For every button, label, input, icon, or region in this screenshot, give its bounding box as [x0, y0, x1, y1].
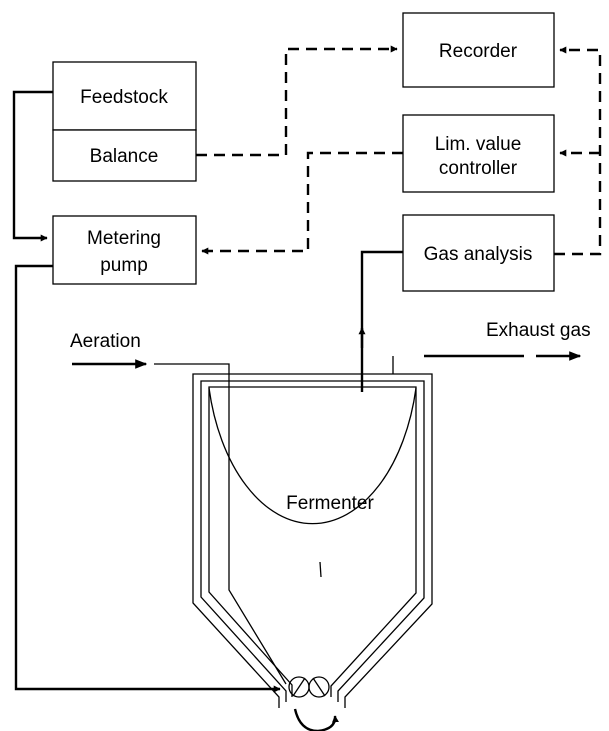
- pump-rotor-right-blade: [312, 677, 326, 697]
- controller-to-pump-signal: [201, 151, 403, 255]
- aeration-label: Aeration: [70, 331, 141, 352]
- feedstock-label: Feedstock: [80, 87, 168, 108]
- controller-label-line1: Lim. value: [435, 134, 522, 155]
- pump-to-fermenter-feed-line: [14, 264, 281, 693]
- metering-pump-label-line1: Metering: [87, 228, 161, 249]
- gas-analysis-box: Gas analysis: [402, 214, 555, 292]
- sparger-tip: [319, 561, 322, 578]
- circulation-pump: [288, 676, 339, 731]
- pump-rotor-right: [308, 676, 330, 698]
- recorder-box: Recorder: [402, 12, 555, 88]
- pump-rotor-left-blade: [292, 677, 306, 697]
- metering-pump-box: Metering pump: [52, 215, 197, 285]
- balance-to-recorder-signal: [196, 45, 398, 157]
- controller-label-line2: controller: [439, 158, 518, 179]
- exhaust-gas-label: Exhaust gas: [486, 320, 591, 341]
- recorder-label: Recorder: [439, 41, 518, 62]
- gas-analysis-label: Gas analysis: [424, 244, 533, 265]
- recirculation-arrow: [293, 708, 339, 731]
- fermenter-inner-wall: [208, 386, 417, 697]
- fermenter-outer-wall: [192, 373, 433, 708]
- gas-dome: [208, 387, 417, 525]
- feedstock-to-pump-line: [12, 90, 53, 242]
- gas-sample-line: [360, 250, 403, 392]
- fermenter-middle-wall: [200, 380, 425, 702]
- balance-box: Balance: [52, 129, 197, 182]
- fermenter-label: Fermenter: [286, 493, 374, 514]
- limit-value-controller-box: Lim. value controller: [402, 114, 555, 193]
- metering-pump-label-line2: pump: [100, 255, 148, 276]
- aeration-pipe: [154, 363, 287, 685]
- fermenter-vessel: [192, 373, 433, 708]
- balance-label: Balance: [90, 146, 159, 167]
- feedstock-box: Feedstock: [52, 61, 197, 131]
